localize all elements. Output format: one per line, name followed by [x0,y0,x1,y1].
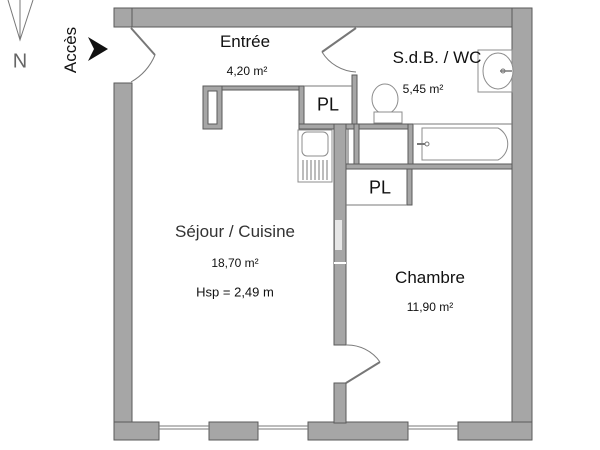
closet-2-label: PL [368,177,392,198]
bathroom-door-icon [321,27,357,73]
kitchen-sink-icon [297,129,333,183]
wall-right [511,7,533,441]
window-2 [258,425,308,430]
wall-left-top-stub [113,7,133,28]
access-label: Accès [61,26,80,74]
room-sejour-height: Hsp = 2,49 m [196,284,274,300]
closet-2-right-wall [406,168,413,206]
washbasin-icon [477,49,514,93]
room-sejour-area: 18,70 m² [211,256,259,270]
window-1 [159,425,209,430]
room-sdb-name: S.d.B. / WC [392,48,482,67]
wall-top [113,7,533,28]
room-sdb-area: 5,45 m² [402,82,444,96]
north-label: N [12,50,28,73]
closet-1-left-wall [298,85,305,130]
room-chambre-area: 11,90 m² [406,300,454,314]
north-arrow-icon [7,0,34,42]
shaft-right-wall [407,123,414,170]
wall-bottom-4 [457,421,533,441]
entry-door-icon [130,27,156,83]
access-arrow-icon [88,37,108,61]
partition-wall-lower [333,382,347,424]
bedroom-door-icon [345,344,381,384]
toilet-icon [371,83,403,124]
room-entree-name: Entrée [219,32,271,51]
closet-1-label: PL [316,94,340,115]
wall-left [113,82,133,441]
room-entree-area: 4,20 m² [226,64,268,78]
wall-bottom-2 [208,421,259,441]
room-sejour-name: Séjour / Cuisine [174,222,296,241]
bath-bottom-wall [345,163,513,170]
room-chambre-name: Chambre [395,268,465,287]
wall-bottom-1 [113,421,160,441]
bathtub-icon [417,127,509,161]
window-3 [408,425,458,430]
wall-bottom-3 [307,421,409,441]
shaft-divider [353,123,360,170]
